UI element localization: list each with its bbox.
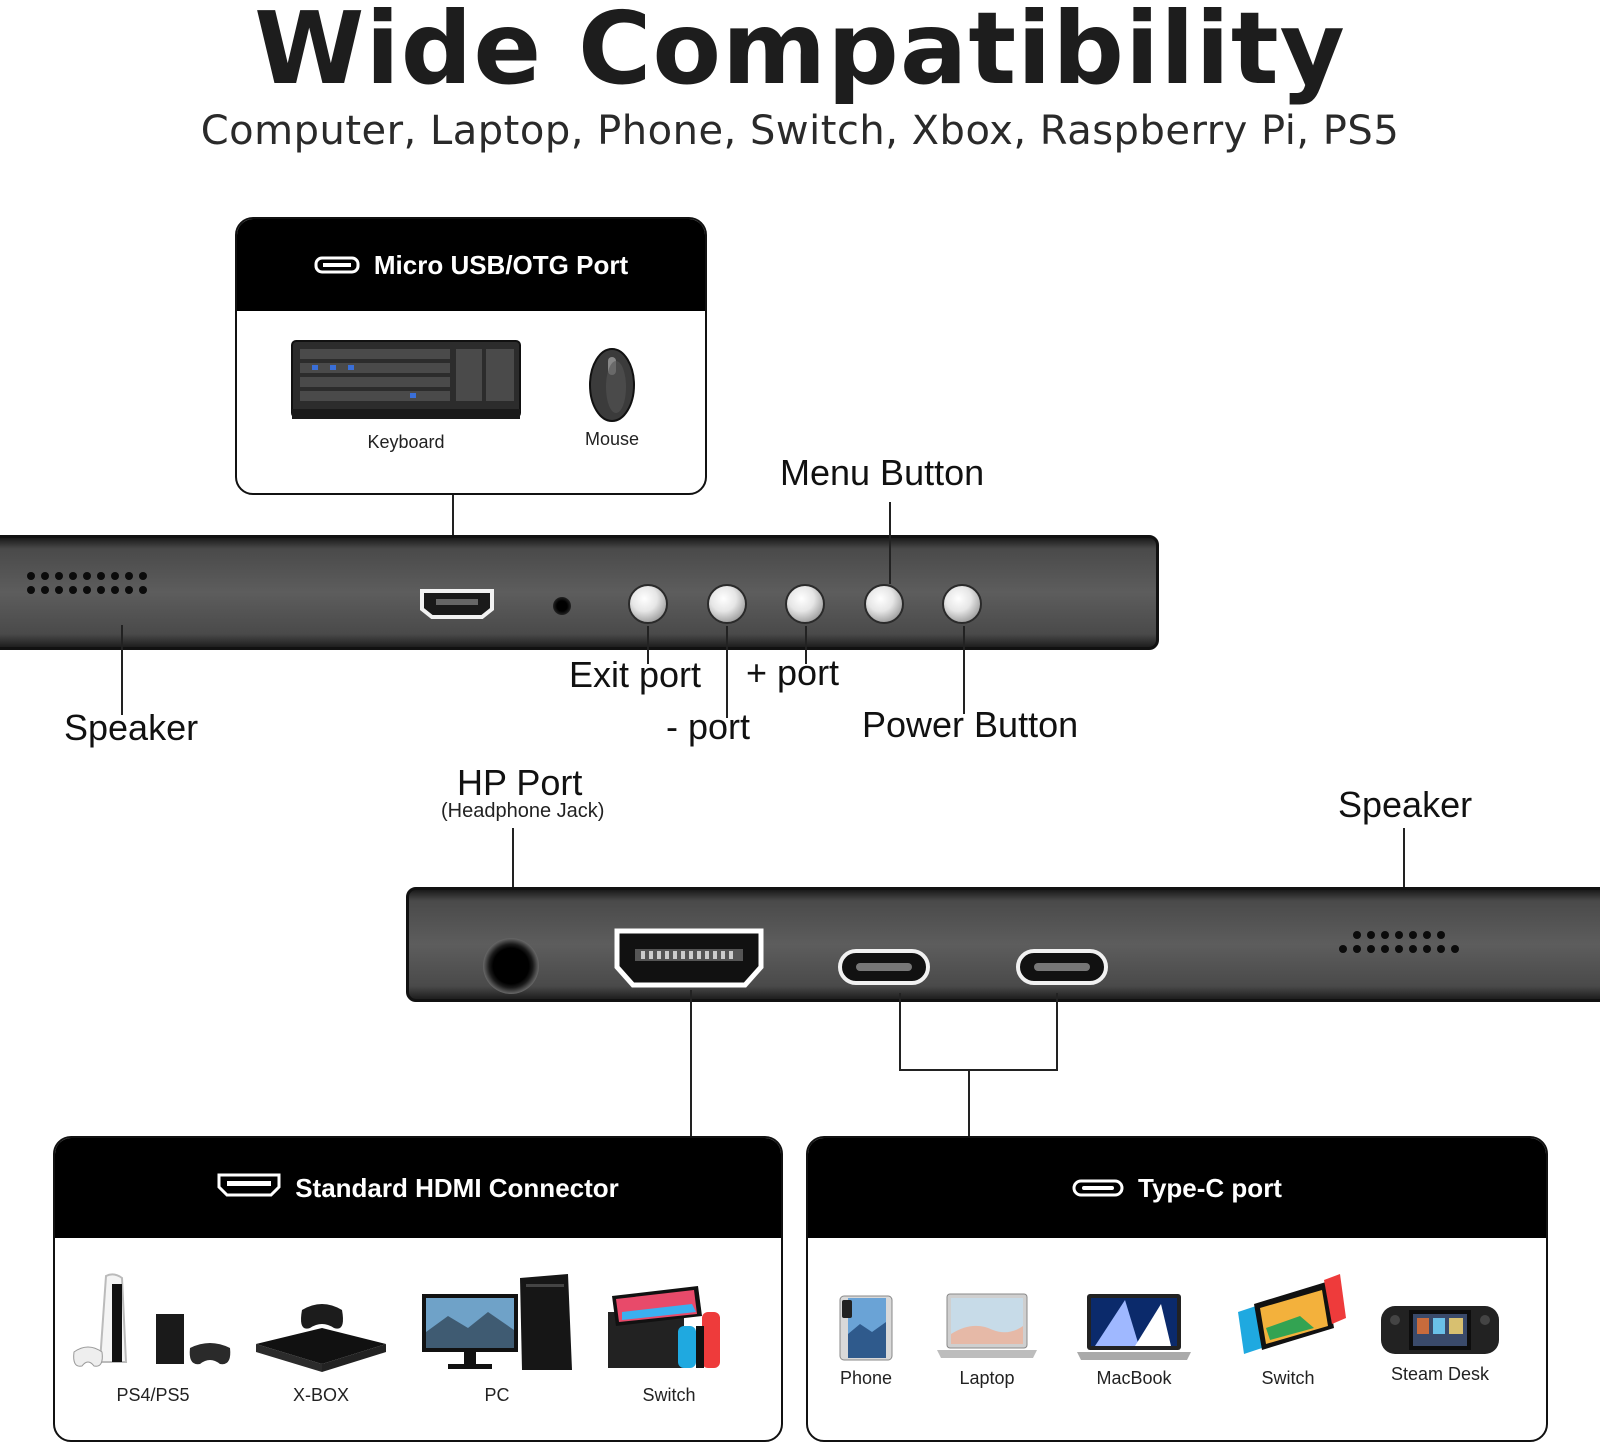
device-label-macbook: MacBook (1096, 1368, 1172, 1388)
page-title: Wide Compatibility (254, 0, 1346, 107)
micro-usb-card-title: Micro USB/OTG Port (373, 249, 629, 280)
device-steam-deck: Steam Desk (1374, 1302, 1506, 1385)
speaker-grille-left (27, 572, 147, 594)
micro-usb-card: Micro USB/OTG Port Keyboard Mouse (235, 217, 707, 495)
device-phone: Phone (830, 1294, 902, 1389)
device-label-switch-typec: Switch (1261, 1368, 1315, 1388)
device-label-mouse: Mouse (584, 429, 640, 449)
headphone-jack (483, 938, 539, 994)
device-switch-typec: Switch (1228, 1268, 1348, 1389)
menu-button (864, 584, 904, 624)
page-subtitle: Computer, Laptop, Phone, Switch, Xbox, R… (200, 108, 1400, 154)
connector-line-minus (726, 626, 728, 718)
laptop-icon (937, 1293, 1037, 1358)
hdmi-icon (217, 1173, 281, 1204)
mouse-icon (589, 348, 635, 422)
connector-line-plus (805, 626, 807, 664)
playstation-icon (73, 1273, 231, 1367)
device-label-xbox: X-BOX (292, 1385, 349, 1405)
typec-card: Type-C port Phone Laptop MacBook (806, 1136, 1548, 1442)
macbook-icon (1077, 1294, 1191, 1360)
speaker-grille-right (1339, 931, 1459, 953)
connector-line-hdmi (690, 990, 692, 1138)
connector-line-speaker-left (121, 625, 123, 715)
micro-usb-port (418, 587, 496, 626)
device-ps4-ps5: PS4/PS5 (69, 1270, 237, 1406)
plus-button (785, 584, 825, 624)
hdmi-port (613, 927, 765, 994)
usb-c-port-2 (1016, 949, 1108, 985)
nintendo-switch-icon (608, 1286, 720, 1368)
device-mouse: Mouse (567, 347, 657, 450)
device-pc: PC (417, 1272, 577, 1406)
device-label-ps4-ps5: PS4/PS5 (116, 1385, 190, 1405)
reset-pinhole (553, 597, 571, 615)
connector-line-exit (647, 626, 649, 664)
micro-usb-card-header: Micro USB/OTG Port (237, 219, 705, 311)
connector-line-power (963, 626, 965, 714)
nintendo-switch-icon (1238, 1274, 1346, 1354)
device-label-keyboard: Keyboard (367, 432, 445, 452)
hdmi-card-header: Standard HDMI Connector (55, 1138, 781, 1238)
xbox-icon (256, 1304, 386, 1372)
keyboard-icon (291, 340, 521, 419)
power-button (942, 584, 982, 624)
minus-button (707, 584, 747, 624)
typec-card-title: Type-C port (1138, 1172, 1282, 1203)
device-xbox: X-BOX (251, 1288, 391, 1406)
connector-line-typec-2 (1056, 993, 1058, 1071)
micro-usb-icon (314, 250, 360, 281)
usb-c-icon (1072, 1173, 1124, 1204)
exit-button (628, 584, 668, 624)
label-speaker-left: Speaker (64, 707, 199, 748)
device-label-steam-deck: Steam Desk (1390, 1364, 1490, 1384)
label-minus-port: - port (666, 706, 751, 747)
label-plus-port: + port (746, 652, 840, 693)
label-hp-port-sub: (Headphone Jack) (441, 800, 605, 822)
device-label-pc: PC (484, 1385, 510, 1405)
device-macbook: MacBook (1074, 1290, 1194, 1389)
usb-c-port-1 (838, 949, 930, 985)
connector-line-typec-stem (968, 1071, 970, 1137)
connector-line-typec-bridge (899, 1069, 1058, 1071)
connector-line-menu (889, 502, 891, 584)
device-label-phone: Phone (839, 1368, 893, 1388)
monitor-side-edge (406, 887, 1600, 1002)
device-label-switch-hdmi: Switch (642, 1385, 696, 1405)
label-hp-port: HP Port (457, 762, 583, 803)
hdmi-card: Standard HDMI Connector PS4/PS5 X-BOX (53, 1136, 783, 1442)
typec-card-header: Type-C port (808, 1138, 1546, 1238)
label-speaker-right: Speaker (1338, 784, 1473, 825)
device-laptop: Laptop (932, 1290, 1042, 1389)
device-switch-hdmi: Switch (601, 1282, 737, 1406)
hdmi-card-title: Standard HDMI Connector (295, 1172, 619, 1203)
device-label-laptop: Laptop (959, 1368, 1015, 1388)
label-menu-button: Menu Button (780, 452, 985, 493)
connector-line-speaker-right (1403, 828, 1405, 918)
phone-icon (839, 1295, 893, 1361)
connector-line-typec-1 (899, 993, 901, 1071)
device-keyboard: Keyboard (289, 337, 523, 453)
steam-deck-icon (1381, 1306, 1499, 1354)
monitor-top-edge (0, 535, 1159, 650)
pc-icon (422, 1274, 572, 1370)
label-power-button: Power Button (862, 704, 1079, 745)
label-exit-port: Exit port (569, 654, 702, 695)
